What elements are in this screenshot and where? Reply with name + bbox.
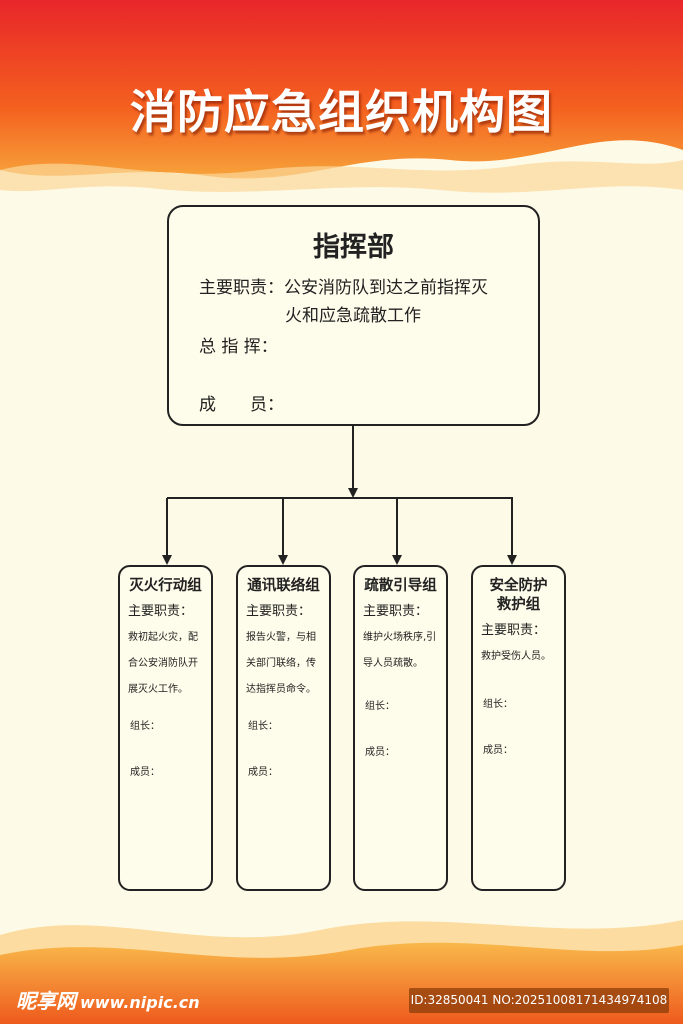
group-box: 灭火行动组 主要职责： 救初起火灾，配合公安消防队开展灭火工作。组长： 成员： bbox=[118, 565, 213, 891]
page-title: 消防应急组织机构图 bbox=[130, 85, 553, 139]
image-id: ID:32850041 NO:20251008171434974108 bbox=[409, 988, 669, 1013]
duty-text: 关部门联络，传 bbox=[246, 658, 316, 669]
group-title: 疏散引导组 bbox=[364, 578, 437, 594]
duty-text: 展灭火工作。 bbox=[128, 684, 188, 695]
group-box: 安全防护救护组 主要职责： 救护受伤人员。组长： 成员： bbox=[471, 565, 566, 891]
group-title: 通讯联络组 bbox=[247, 578, 320, 594]
command-box: 指挥部 主要职责：公安消防队到达之前指挥灭 火和应急疏散工作 总 指 挥： 成 … bbox=[167, 205, 540, 426]
leader-label: 组长： bbox=[248, 721, 278, 732]
duty-text: 维护火场秩序,引 bbox=[363, 632, 437, 643]
duty-label: 主要职责： bbox=[246, 604, 312, 619]
duty-label: 主要职责： bbox=[363, 604, 429, 619]
duty-text: 导人员疏散。 bbox=[363, 658, 423, 669]
leader-label: 组长： bbox=[365, 701, 395, 712]
group-title: 安全防护救护组 bbox=[489, 578, 548, 613]
members-label: 成员： bbox=[130, 767, 160, 778]
duty-label: 主要职责： bbox=[481, 623, 547, 638]
leader-label: 组长： bbox=[130, 721, 160, 732]
command-title: 指挥部 bbox=[313, 232, 394, 263]
duty-label: 主要职责： bbox=[199, 278, 284, 298]
group-box: 疏散引导组 主要职责： 维护火场秩序,引导人员疏散。组长： 成员： bbox=[353, 565, 448, 891]
duty-text-2: 火和应急疏散工作 bbox=[285, 306, 421, 326]
members-label: 成员： bbox=[248, 767, 278, 778]
duty-text: 救初起火灾，配 bbox=[128, 632, 198, 643]
group-box: 通讯联络组 主要职责： 报告火警，与相关部门联络，传达指挥员命令。组长： 成员： bbox=[236, 565, 331, 891]
duty-text: 达指挥员命令。 bbox=[246, 684, 316, 695]
duty-text: 报告火警，与相 bbox=[246, 632, 316, 643]
duty-text: 救护受伤人员。 bbox=[481, 651, 551, 662]
duty-text: 合公安消防队开 bbox=[128, 658, 198, 669]
duty-label: 主要职责： bbox=[128, 604, 194, 619]
members-label: 成员： bbox=[483, 745, 513, 756]
members-label: 成 员： bbox=[199, 395, 284, 415]
commander-label: 总 指 挥： bbox=[199, 337, 278, 357]
leader-label: 组长： bbox=[483, 699, 513, 710]
group-title: 灭火行动组 bbox=[129, 578, 202, 594]
duty-text: 公安消防队到达之前指挥灭 bbox=[284, 278, 488, 298]
members-label: 成员： bbox=[365, 747, 395, 758]
